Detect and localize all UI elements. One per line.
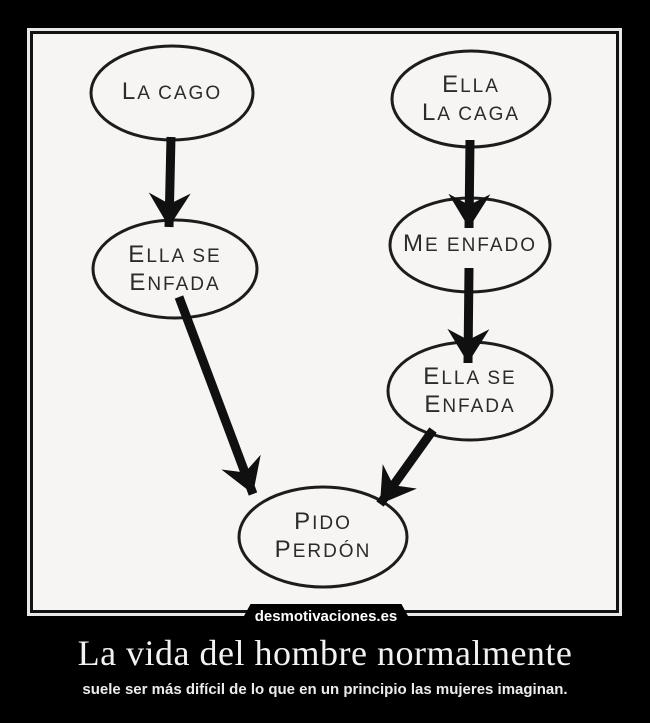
arrow-ella-se-enfada-left-to-pido-perdon (174, 295, 261, 496)
poster-title: La vida del hombre normalmente (77, 633, 573, 673)
node-text: PIDO (294, 508, 352, 535)
node-label-ella-la-caga: ELLA LA CAGA (391, 54, 551, 145)
node-text: ENFADA (129, 269, 221, 296)
node-text: PERDÓN (274, 536, 372, 563)
node-text: LA CAGA (421, 98, 521, 126)
node-label-ella-se-enfada-right: ELLA SE ENFADA (388, 346, 552, 438)
arrow-ella-se-enfada-right-to-pido-perdon (376, 427, 437, 507)
node-label-me-enfado: ME ENFADO (390, 200, 550, 290)
node-text: ENFADA (424, 391, 516, 418)
arrow-me-enfado-to-ella-se-enfada (447, 267, 490, 364)
node-label-ella-se-enfada-left: ELLA SE ENFADA (93, 224, 257, 316)
node-ellipse-pido-perdon (237, 485, 409, 589)
node-text: ME ENFADO (402, 230, 538, 257)
arrow-ella-la-caga-to-me-enfado (448, 139, 491, 229)
node-text: ELLA SE (423, 363, 517, 390)
node-label-pido-perdon: PIDO PERDÓN (239, 490, 407, 584)
watermark-text: desmotivaciones.es (254, 607, 398, 625)
node-label-la-cago: LA CAGO (92, 48, 252, 138)
node-text: ELLA SE (128, 241, 222, 268)
watermark-ribbon: desmotivaciones.es (244, 604, 408, 628)
poster-subtitle: suele ser más difícil de lo que en un pr… (82, 681, 568, 698)
node-text: ELLA (442, 70, 500, 98)
node-text: LA CAGO (121, 78, 223, 105)
arrow-la-cago-to-ella-se-enfada (148, 136, 191, 228)
